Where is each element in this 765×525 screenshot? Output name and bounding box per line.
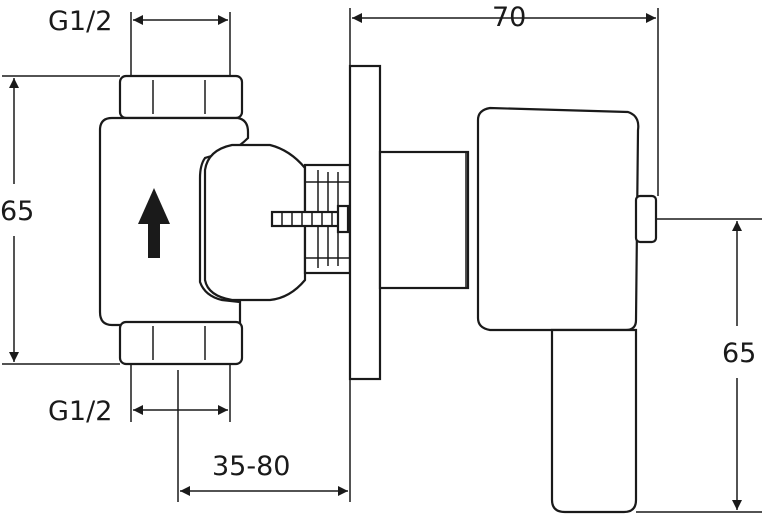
dimension-g12-top: G1/2 [48,6,231,76]
dim-label-g12-top: G1/2 [48,6,112,37]
sleeve [378,150,470,290]
wall-plate [348,64,382,381]
lever-handle [476,106,658,514]
dimension-g12-bottom: G1/2 [48,364,231,427]
dim-label-wall-depth-range: 35-80 [212,451,290,482]
dimension-body-height: 65 [0,75,120,365]
dim-label-handle-height: 65 [722,338,756,369]
dimension-wall-depth-range: 35-80 [177,370,351,502]
dimension-handle-height: 65 [636,218,762,513]
dim-label-g12-bottom: G1/2 [48,396,112,427]
flow-direction-arrow-icon [138,188,170,258]
dim-label-body-height: 65 [0,196,34,227]
dimension-overall-depth: 70 [349,2,659,196]
valve-body [98,74,354,366]
dim-label-overall-depth: 70 [492,2,526,33]
